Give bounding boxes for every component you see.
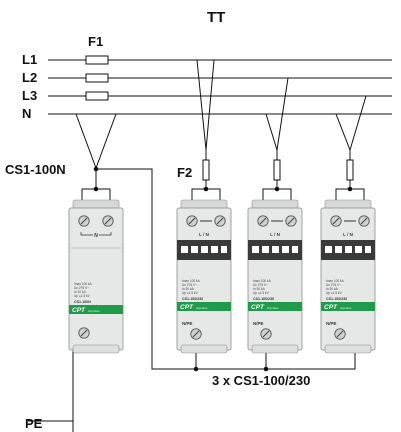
screw-terminal-icon — [186, 215, 226, 227]
spec-2: Uc 275 V~ — [182, 283, 197, 287]
model-text: CS1-100/230 — [182, 297, 203, 301]
model-text: CS1-100/230 — [253, 297, 274, 301]
screw-terminal-icon — [330, 215, 370, 227]
main-fuse-label: F1 — [88, 34, 103, 49]
spec-2: Uc 275 V~ — [326, 283, 341, 287]
pe-label: PE — [25, 416, 43, 431]
spec-3: In 30 kA — [326, 287, 339, 291]
line-label-l2: L2 — [22, 70, 37, 85]
spec-4: Up ≤1.5 kV — [326, 291, 343, 295]
screw-terminal-icon — [334, 328, 346, 340]
model-text: CS1-100/230 — [326, 297, 347, 301]
phase-modules-caption: 3 x CS1-100/230 — [212, 373, 310, 388]
fuse-f1-l3 — [85, 91, 109, 101]
n-module-wiring — [72, 113, 356, 432]
screw-terminal-icon — [260, 328, 272, 340]
bottom-text: N/PE — [326, 321, 337, 326]
bottom-text: N/PE — [182, 321, 193, 326]
screw-terminal-icon — [78, 327, 90, 339]
phase-module-l3: L / N Imax 100 kA Uc 275 V~ In 30 kA Up … — [320, 199, 376, 354]
fuse-f2-l1 — [202, 159, 210, 181]
brand-sub: cirprotec — [340, 306, 352, 310]
phase-taps — [191, 59, 367, 205]
spec-3: In 30 kA — [253, 287, 266, 291]
brand-logo: CPT — [180, 304, 194, 311]
terminal-text: L / N — [199, 232, 209, 237]
bottom-text: N/PE — [253, 321, 264, 326]
n-module-spec-3: In 30 kA — [74, 290, 87, 294]
spec-1: Imax 100 kA — [326, 279, 345, 283]
n-module-spec-2: Uc 275 V~ — [74, 286, 89, 290]
terminal-text: L / N — [343, 232, 353, 237]
brand-logo: CPT — [324, 304, 338, 311]
brand-stripe — [248, 302, 302, 311]
fuse-f1-l1 — [85, 55, 109, 65]
screw-terminal-icon — [257, 215, 297, 227]
main-fuses — [85, 55, 109, 101]
brand-stripe — [177, 302, 231, 311]
brand-stripe — [69, 305, 123, 314]
n-module-title: CS1-100N — [5, 162, 66, 177]
n-module-model-text: CS1-100N — [74, 300, 91, 304]
n-module-spec-1: Imax 100 kA — [74, 282, 93, 286]
spec-4: Up ≤1.5 kV — [182, 291, 199, 295]
brand-logo: CPT — [72, 307, 86, 314]
terminal-text: L / N — [270, 232, 280, 237]
brand-sub: cirprotec — [267, 306, 279, 310]
line-label-l1: L1 — [22, 52, 37, 67]
fuse-f2-l3 — [346, 159, 354, 181]
spec-3: In 30 kA — [182, 287, 195, 291]
n-module-terminal-text: N — [94, 233, 98, 239]
brand-sub: cirprotec — [196, 306, 208, 310]
spec-1: Imax 100 kA — [182, 279, 201, 283]
spec-2: Uc 275 V~ — [253, 283, 268, 287]
spec-1: Imax 100 kA — [253, 279, 272, 283]
screw-terminal-icon — [190, 328, 202, 340]
phase-module-l1: L / N Imax 100 kA Uc 275 V~ In 30 kA Up … — [176, 199, 232, 354]
system-label: TT — [207, 9, 225, 26]
fuse-f1-l2 — [85, 73, 109, 83]
fuse-f2-l2 — [273, 159, 281, 181]
screw-terminal-icon — [78, 215, 114, 227]
brand-stripe — [321, 302, 375, 311]
phase-module-l2: L / N Imax 100 kA Uc 275 V~ In 30 kA Up … — [247, 199, 303, 354]
n-module-spec-4: Up ≤1.5 kV — [74, 294, 91, 298]
line-label-n: N — [22, 106, 31, 121]
branch-fuse-label: F2 — [177, 165, 192, 180]
n-module: N Imax 100 kA Uc 275 V~ In 30 kA Up ≤1.5… — [68, 199, 124, 354]
brand-logo: CPT — [251, 304, 265, 311]
spec-4: Up ≤1.5 kV — [253, 291, 270, 295]
brand-sub: cirprotec — [88, 309, 100, 313]
line-label-l3: L3 — [22, 88, 37, 103]
